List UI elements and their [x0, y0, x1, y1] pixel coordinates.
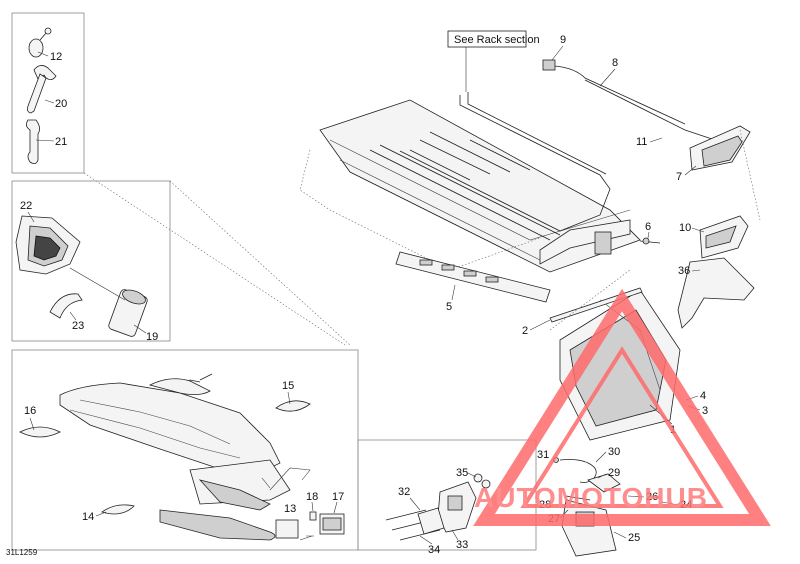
callout-4: 4: [700, 390, 706, 402]
callout-30: 30: [608, 446, 620, 458]
cylinder-part: [108, 289, 148, 337]
callout-20: 20: [55, 98, 67, 110]
watermark-triangle-icon: [473, 288, 771, 526]
snowmobile-outline: [59, 373, 311, 541]
callout-33: 33: [456, 539, 468, 551]
callout-10: 10: [679, 222, 691, 234]
callout-13: 13: [284, 503, 296, 515]
light-housing-part: [699, 215, 749, 259]
handlebar-cover-part: [15, 215, 81, 275]
callout-29: 29: [608, 467, 620, 479]
reflector-part: [275, 519, 299, 539]
callout-26: 26: [646, 491, 658, 503]
spanner-part: [26, 119, 40, 164]
mounting-screw: [565, 495, 591, 501]
hand-warmer-inset-frame: [11, 180, 171, 342]
callout-2: 2: [522, 325, 528, 337]
wrench-part: [27, 65, 57, 114]
plate-strip-part: [417, 507, 445, 535]
callout-19: 19: [146, 331, 158, 343]
callout-34: 34: [428, 544, 440, 556]
wire-harness: [584, 79, 716, 141]
callout-36: 36: [678, 265, 690, 277]
callout-8: 8: [612, 57, 618, 69]
callout-9: 9: [560, 34, 566, 46]
callout-32: 32: [398, 486, 410, 498]
tools-inset-frame: [11, 12, 85, 174]
support-bracket-part: [677, 257, 755, 329]
clip-part: [49, 293, 83, 319]
license-sticker-part: [319, 513, 345, 535]
rack-note-box: See Rack section: [447, 30, 540, 92]
drawing-code: 31L1259: [6, 548, 38, 557]
callout-17: 17: [332, 491, 344, 503]
hinge-bracket-part: [437, 481, 477, 533]
washer-set: [473, 473, 491, 489]
callout-12: 12: [50, 51, 62, 63]
callout-16: 16: [24, 405, 36, 417]
watermark-text: AUTOMOTOHUB: [474, 482, 708, 513]
harness-connector: [542, 59, 686, 125]
side-decal-left: [19, 426, 61, 438]
callout-15: 15: [282, 380, 294, 392]
bolt-part: [639, 237, 661, 245]
callout-7: 7: [676, 171, 682, 183]
rack-note: See Rack section: [454, 34, 540, 46]
callout-5: 5: [446, 301, 452, 313]
callout-25: 25: [628, 532, 640, 544]
callout-14: 14: [82, 511, 94, 523]
side-decal-right: [275, 400, 311, 412]
callout-11: 11: [636, 136, 647, 148]
callout-22: 22: [20, 200, 32, 212]
tail-light-part: [689, 125, 751, 171]
callout-18: 18: [306, 491, 318, 503]
side-rail-part: [395, 251, 551, 303]
callout-31: 31: [537, 449, 549, 461]
lower-decal: [101, 504, 135, 515]
license-plate-inset-frame: [357, 439, 537, 551]
callout-35: 35: [456, 467, 468, 479]
watermark-logo: AUTOMOTOHUB: [473, 288, 771, 526]
callout-6: 6: [645, 221, 651, 233]
callout-3: 3: [702, 405, 708, 417]
callout-23: 23: [72, 320, 84, 332]
rack-assembly: [299, 92, 641, 273]
callout-21: 21: [55, 136, 67, 148]
small-sticker-part: [309, 511, 317, 521]
light-cable: [553, 457, 597, 483]
